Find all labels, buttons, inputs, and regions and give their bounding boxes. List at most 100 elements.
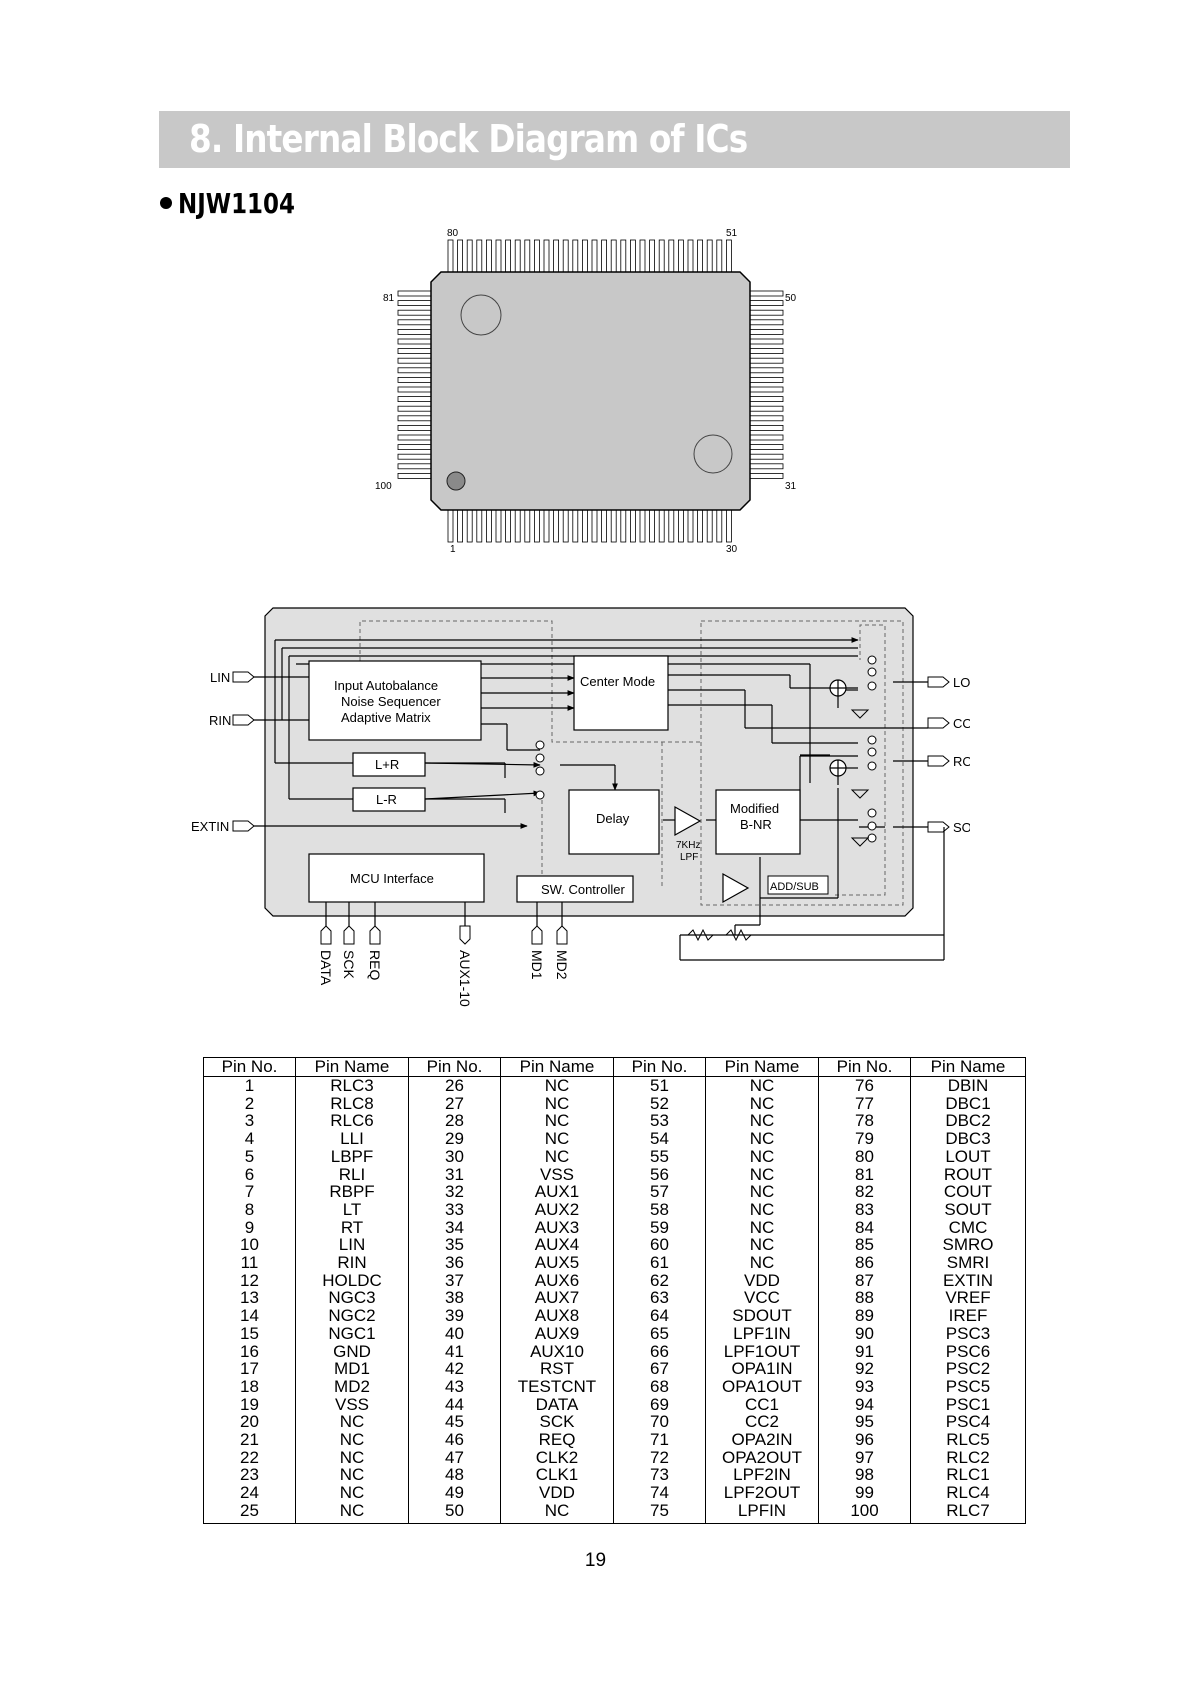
- pin-name-cell: LIN: [295, 1236, 409, 1255]
- pin-name-cell: AUX7: [500, 1289, 614, 1308]
- pin-number-cell: 9: [203, 1218, 296, 1237]
- summing-junctions: [829, 679, 847, 777]
- pin-number-cell: 100: [818, 1501, 911, 1524]
- switch-dots: [535, 655, 877, 843]
- pin-number-cell: 81: [818, 1165, 911, 1184]
- pin-label-50: 50: [785, 293, 797, 304]
- pin-name-cell: DBC2: [910, 1112, 1026, 1131]
- package-pin: [562, 509, 569, 543]
- pin-number-cell: 35: [408, 1236, 501, 1255]
- pin-name-cell: MD2: [295, 1378, 409, 1396]
- pin-number-cell: 17: [203, 1360, 296, 1378]
- package-pin: [505, 509, 512, 543]
- pin-number-cell: 83: [818, 1201, 911, 1219]
- pin-name-cell: OPA2OUT: [705, 1449, 819, 1467]
- pin-number-cell: 77: [818, 1094, 911, 1113]
- pin-name-cell: NC: [705, 1148, 819, 1166]
- package-pin: [620, 509, 627, 543]
- pin-number-cell: 50: [408, 1501, 501, 1524]
- pin-number-cell: 59: [613, 1218, 706, 1237]
- pin-name-cell: RLC4: [910, 1484, 1026, 1502]
- pin-label-1: 1: [450, 544, 456, 555]
- pin-number-cell: 4: [203, 1130, 296, 1148]
- pin-number-cell: 54: [613, 1130, 706, 1148]
- pin-name-cell: RLC1: [910, 1466, 1026, 1485]
- pin-label-81: 81: [383, 293, 395, 304]
- pin-name-cell: NGC3: [295, 1289, 409, 1308]
- pin-name-cell: NC: [705, 1112, 819, 1131]
- package-pin: [397, 396, 432, 403]
- pin-name-cell: NC: [500, 1501, 614, 1524]
- package-pin: [591, 509, 598, 543]
- input-label-lin: LIN: [210, 670, 230, 685]
- pin-number-cell: 1: [203, 1076, 296, 1095]
- pin-number-cell: 84: [818, 1218, 911, 1237]
- package-pin: [697, 509, 703, 543]
- pin-number-cell: 23: [203, 1466, 296, 1485]
- pin-name-cell: NC: [295, 1501, 409, 1524]
- bullet-icon: [160, 197, 172, 209]
- package-pin: [397, 376, 432, 383]
- package-mark-large: [460, 294, 502, 336]
- pin-number-cell: 3: [203, 1112, 296, 1131]
- package-pin: [658, 509, 665, 543]
- package-pin: [678, 239, 684, 273]
- lpr-label: L+R: [375, 757, 399, 772]
- lmr-block: [352, 787, 426, 812]
- block-diagram: LIN RIN EXTIN LOUT COUT ROUT SOUT: [191, 607, 970, 1007]
- package-pin: [649, 509, 655, 543]
- header-pin-no: Pin No.: [613, 1057, 706, 1077]
- pin-number-cell: 26: [408, 1076, 501, 1095]
- mcu-interface-block: [308, 853, 485, 903]
- pin-number-cell: 45: [408, 1413, 501, 1432]
- lpf-amp-triangle: [674, 805, 702, 837]
- pin-name-cell: RLC8: [295, 1094, 409, 1113]
- ic-name: NJW1104: [178, 186, 295, 220]
- package-pin: [749, 405, 784, 412]
- package-pin: [397, 309, 432, 316]
- package-pin: [726, 509, 732, 543]
- package-pin: [514, 509, 521, 543]
- resistor-1: [687, 928, 714, 942]
- page-number: 19: [584, 1550, 607, 1571]
- package-pin: [397, 434, 432, 441]
- package-pin: [749, 376, 784, 383]
- package-pin: [397, 463, 432, 470]
- package-pin: [466, 239, 473, 273]
- package-pin: [514, 239, 521, 273]
- pin-name-cell: EXTIN: [910, 1272, 1026, 1290]
- pin-number-cell: 16: [203, 1342, 296, 1361]
- pin-name-cell: HOLDC: [295, 1272, 409, 1290]
- package-pin: [447, 509, 454, 543]
- pin-name-cell: RIN: [295, 1254, 409, 1272]
- pin-name-cell: NC: [705, 1183, 819, 1201]
- header-pin-name: Pin Name: [295, 1057, 409, 1077]
- bnr-label-1: Modified: [730, 801, 779, 816]
- header-pin-no: Pin No.: [408, 1057, 501, 1077]
- pin-number-cell: 51: [613, 1076, 706, 1095]
- pin-number-cell: 91: [818, 1342, 911, 1361]
- pin-name-cell: LT: [295, 1201, 409, 1219]
- package-pin: [601, 509, 607, 543]
- pin-number-cell: 31: [408, 1165, 501, 1184]
- pin-number-cell: 96: [818, 1431, 911, 1449]
- pin-name-cell: PSC6: [910, 1342, 1026, 1361]
- pin-name-cell: CLK1: [500, 1466, 614, 1485]
- pin-name-cell: VDD: [500, 1484, 614, 1502]
- pin-number-cell: 44: [408, 1395, 501, 1414]
- package-pin: [524, 509, 531, 543]
- pin-table-header: Pin No. Pin Name Pin No. Pin Name Pin No…: [203, 1057, 1026, 1077]
- package-pin: [397, 357, 432, 364]
- pin-name-cell: NC: [500, 1076, 614, 1095]
- input-label-rin: RIN: [209, 713, 231, 728]
- pin-name-cell: NC: [705, 1165, 819, 1184]
- pin-number-cell: 70: [613, 1413, 706, 1432]
- input-block-line3: Adaptive Matrix: [341, 710, 431, 725]
- addsub-amp-triangle: [722, 872, 750, 904]
- package-pin: [495, 509, 502, 543]
- pin-number-cell: 86: [818, 1254, 911, 1272]
- output-connectors: [927, 676, 950, 833]
